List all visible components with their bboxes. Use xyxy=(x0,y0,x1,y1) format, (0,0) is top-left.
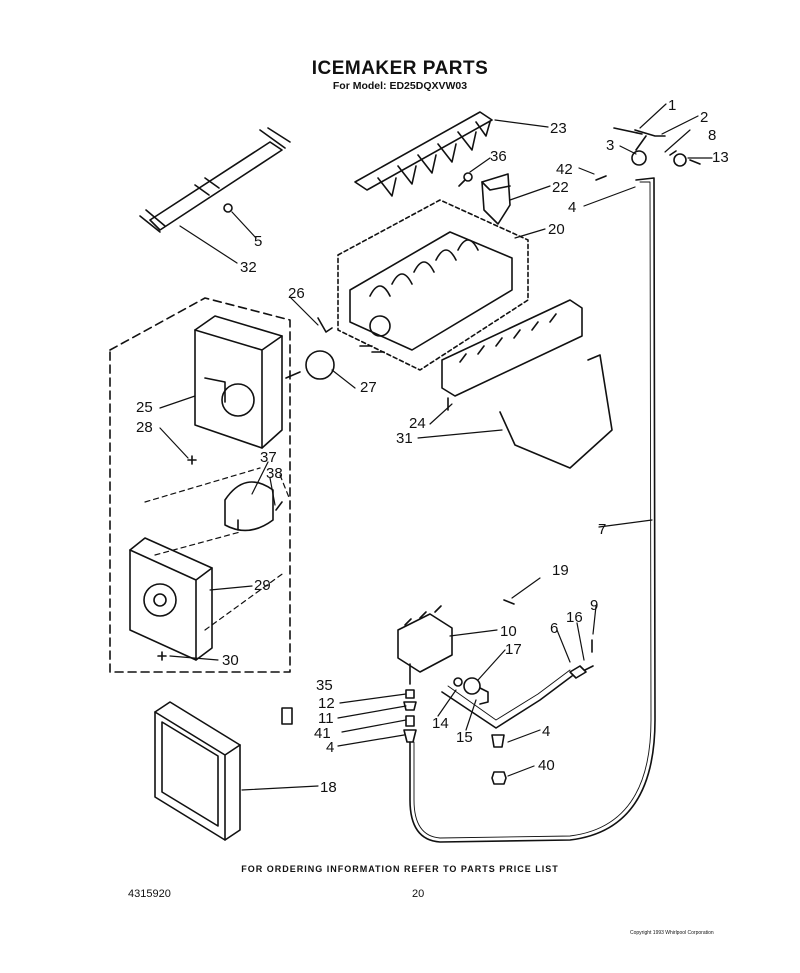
callout-19: 19 xyxy=(552,562,569,579)
callout-38: 38 xyxy=(266,465,283,482)
callout-29: 29 xyxy=(254,577,271,594)
model-subtitle: For Model: ED25DQXVW03 xyxy=(332,80,468,92)
callout-26: 26 xyxy=(288,285,305,302)
callout-8: 8 xyxy=(708,127,716,144)
screw-part-42 xyxy=(595,175,607,181)
nut-part-14 xyxy=(453,677,463,687)
screw-part-30 xyxy=(157,651,167,661)
bracket-part-22 xyxy=(481,173,511,225)
tube-part-15 xyxy=(441,669,573,729)
callout-28: 28 xyxy=(136,419,153,436)
callout-4-right: 4 xyxy=(542,723,550,740)
cover-part-29 xyxy=(129,537,213,661)
fittings-parts-6-16-9 xyxy=(569,639,594,679)
page-number: 20 xyxy=(412,888,425,900)
nut-part-40 xyxy=(491,771,507,785)
callout-35: 35 xyxy=(316,677,333,694)
callout-27: 27 xyxy=(360,379,377,396)
valve-part-10 xyxy=(397,605,453,685)
document-number: 4315920 xyxy=(128,888,171,900)
motor-part-37 xyxy=(224,481,274,532)
callout-32: 32 xyxy=(240,259,257,276)
fittings-parts-1-2-3-8-13 xyxy=(613,127,701,167)
dashed-guides xyxy=(144,467,291,631)
clip-part-26 xyxy=(317,317,333,333)
ordering-note: FOR ORDERING INFORMATION REFER TO PARTS … xyxy=(241,864,559,874)
motor-shaft-part-27 xyxy=(285,350,335,380)
housing-part-25 xyxy=(194,315,283,449)
ejector-part-23 xyxy=(354,111,493,197)
screw-part-28 xyxy=(187,455,197,465)
leader-lines xyxy=(159,103,713,791)
heater-part-24 xyxy=(441,299,583,411)
callout-22: 22 xyxy=(552,179,569,196)
callout-17: 17 xyxy=(505,641,522,658)
callout-10: 10 xyxy=(500,623,517,640)
callout-31: 31 xyxy=(396,430,413,447)
callout-30: 30 xyxy=(222,652,239,669)
wire-harness-part-32 xyxy=(139,127,291,233)
fitting-part-17 xyxy=(463,677,489,705)
callout-20: 20 xyxy=(548,221,565,238)
wire-part-31 xyxy=(499,354,613,469)
callout-labels: 1 2 3 8 13 42 4 36 22 23 20 5 32 26 27 2… xyxy=(136,97,729,796)
nut-part-19 xyxy=(503,599,515,605)
filter-part-18 xyxy=(154,701,241,841)
callout-14: 14 xyxy=(432,715,449,732)
callout-3: 3 xyxy=(606,137,614,154)
callout-18: 18 xyxy=(320,779,337,796)
callout-6: 6 xyxy=(550,620,558,637)
module-enclosure-part-35 xyxy=(109,297,291,673)
callout-41: 41 xyxy=(314,725,331,742)
callout-2: 2 xyxy=(700,109,708,126)
callout-36: 36 xyxy=(490,148,507,165)
callout-40: 40 xyxy=(538,757,555,774)
callout-12: 12 xyxy=(318,695,335,712)
callout-9: 9 xyxy=(590,597,598,614)
callout-11: 11 xyxy=(318,710,334,727)
callout-23: 23 xyxy=(550,120,567,137)
callout-4-top: 4 xyxy=(568,199,576,216)
screw-part-38 xyxy=(275,501,283,511)
screw-part-36 xyxy=(458,172,473,187)
callout-24: 24 xyxy=(409,415,426,432)
callout-16: 16 xyxy=(566,609,583,626)
callout-13: 13 xyxy=(712,149,729,166)
callout-5: 5 xyxy=(254,233,262,250)
mold-part-20 xyxy=(337,199,529,371)
tube-part-7 xyxy=(409,177,656,843)
callout-7: 7 xyxy=(598,521,606,538)
callout-15: 15 xyxy=(456,729,473,746)
callout-4-left: 4 xyxy=(326,739,334,756)
page-title: ICEMAKER PARTS xyxy=(311,58,489,79)
insert-part-4 xyxy=(491,734,505,748)
callout-42: 42 xyxy=(556,161,573,178)
callout-1: 1 xyxy=(668,97,676,114)
fittings-parts-12-11-41-4 xyxy=(403,689,417,743)
copyright-note: Copyright 1993 Whirlpool Corporation xyxy=(630,930,714,936)
callout-37: 37 xyxy=(260,449,277,466)
spare-part-12 xyxy=(281,707,293,725)
callout-25: 25 xyxy=(136,399,153,416)
